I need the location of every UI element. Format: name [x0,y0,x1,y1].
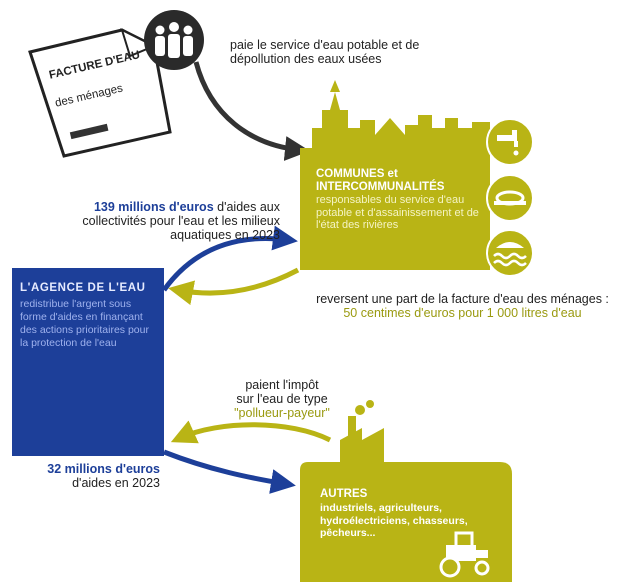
others-aid-label: 32 millions d'euros d'aides en 2023 [20,462,160,490]
reversal-line-2: 50 centimes d'euros pour 1 000 litres d'… [343,306,582,320]
agency-to-communes-arrow [161,225,298,292]
tax-line-2: sur l'eau de type [236,392,328,406]
bill-stamp [69,123,109,140]
tax-line-3: "pollueur-payeur" [234,406,330,420]
communes-to-agency-arrow [168,267,300,306]
agency-aid-amount: 139 millions d'euros [93,200,214,214]
households-to-communes-arrow [193,61,310,161]
agency-panel [12,268,164,456]
reversal-text: reversent une part de la facture d'eau d… [290,292,635,320]
bill-document [28,28,172,158]
others-to-agency-arrow [170,420,332,444]
pipe-icon [486,174,534,222]
communes-description: responsables du service d'eau potable et… [316,194,479,231]
households-icon [144,10,204,70]
communes-panel [300,80,490,270]
households-text: paie le service d'eau potable et de dépo… [230,38,420,66]
factory-icon [340,400,384,465]
communes-title: COMMUNES et INTERCOMMUNALITÉS [316,168,445,193]
tax-text: paient l'impôt sur l'eau de type "pollue… [212,378,352,420]
others-title: AUTRES [320,488,368,500]
tax-line-1: paient l'impôt [245,378,319,392]
agency-description: redistribue l'argent sous forme d'aides … [20,298,149,349]
river-icon [486,229,534,277]
tractor-icon [439,531,490,578]
agency-title: L'AGENCE DE L'EAU [20,282,146,294]
agency-aid-label: 139 millions d'euros d'aides aux collect… [80,200,280,242]
agency-aid-text: d'aides aux collectivités pour l'eau et … [82,200,280,242]
tap-icon [486,118,534,166]
others-description: industriels, agriculteurs, hydroélectric… [320,502,468,539]
reversal-line-1: reversent une part de la facture d'eau d… [316,292,609,306]
agency-to-others-arrow [163,449,296,494]
others-aid-amount: 32 millions d'euros [47,462,160,476]
others-aid-text: d'aides en 2023 [72,476,160,490]
